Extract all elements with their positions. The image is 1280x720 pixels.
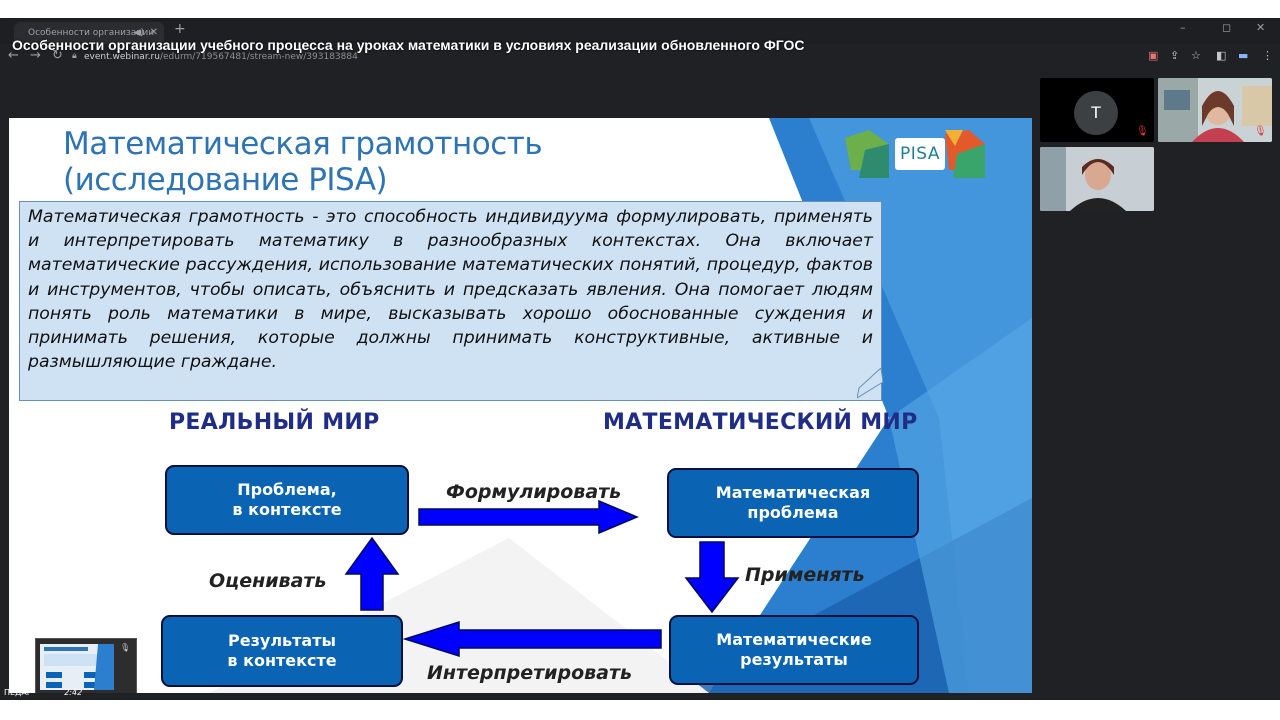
lock-icon[interactable]: 🔒︎ — [72, 51, 77, 61]
url-host: event.webinar.ru — [84, 52, 160, 62]
close-window-icon[interactable]: ✕ — [1256, 21, 1266, 34]
definition-text: Математическая грамотность - это способн… — [28, 207, 873, 373]
new-tab-button[interactable]: + — [174, 21, 186, 37]
callout-fold — [857, 368, 884, 399]
participant-video[interactable] — [1040, 147, 1154, 211]
presenter-time: 2:42 — [64, 688, 83, 697]
arrow-evaluate — [344, 536, 400, 611]
pisa-logo: PISA — [845, 130, 985, 178]
real-world-heading: РЕАЛЬНЫЙ МИР — [169, 410, 380, 435]
tab-title: Особенности организации — [28, 28, 155, 38]
address-bar-row: ← → ↻ 🔒︎ event.webinar.ru/edurm/71956748… — [0, 46, 1280, 68]
browser-tab[interactable]: Особенности организации ◀) ✕ — [14, 22, 164, 44]
tab-bar: Особенности организации ◀) ✕ + – ◻ ✕ — [0, 18, 1280, 44]
arrow-formulate — [418, 499, 639, 535]
definition-box: Математическая грамотность - это способн… — [19, 201, 882, 401]
sidepanel-icon[interactable]: ◧ — [1216, 49, 1227, 62]
url-field[interactable]: event.webinar.ru/edurm/719567481/stream-… — [84, 52, 358, 62]
mic-muted-icon: 🎙︎ — [1254, 126, 1267, 137]
math-results-box: Математические результаты — [669, 615, 919, 685]
thumbnail-slide — [40, 644, 114, 690]
presenter-thumbnail[interactable]: 🎙︎ — [35, 638, 137, 693]
share-icon[interactable]: ⇪ — [1170, 49, 1180, 62]
problem-context-box: Проблема, в контексте — [165, 465, 409, 535]
cycle-arrows — [344, 499, 740, 658]
presentation-slide: Математическая грамотность (исследование… — [9, 118, 1032, 693]
camera-off-icon[interactable]: ▣ — [1148, 49, 1159, 62]
profile-icon[interactable]: ▬ — [1238, 49, 1249, 62]
thumbnail-mic-icon: 🎙︎ — [120, 643, 131, 652]
forward-icon[interactable]: → — [30, 48, 41, 63]
close-tab-icon[interactable]: ✕ — [149, 27, 158, 38]
star-icon[interactable]: ☆ — [1191, 49, 1201, 62]
interpret-label: Интерпретировать — [427, 662, 632, 684]
page-title: Особенности организации учебного процесс… — [12, 37, 805, 53]
participant-avatar: T — [1074, 91, 1118, 135]
evaluate-label: Оценивать — [209, 570, 327, 592]
minimize-icon[interactable]: – — [1180, 21, 1186, 34]
back-icon[interactable]: ← — [8, 48, 19, 63]
menu-icon[interactable]: ⋮ — [1262, 49, 1273, 62]
participant-video[interactable]: 🎙︎ — [1158, 78, 1272, 142]
url-path: /edurm/719567481/stream-new/393183884 — [159, 52, 358, 62]
reload-icon[interactable]: ↻ — [52, 48, 63, 63]
presenter-name: ПЕДАГ — [4, 688, 32, 697]
arrow-apply — [684, 541, 740, 614]
video-frame — [1040, 147, 1154, 211]
video-frame — [1158, 78, 1272, 142]
maximize-icon[interactable]: ◻ — [1222, 21, 1232, 34]
mic-muted-icon: 🎙︎ — [1136, 126, 1149, 137]
browser-window: Особенности организации ◀) ✕ + – ◻ ✕ ← →… — [0, 18, 1280, 700]
pisa-logo-text: PISA — [895, 138, 945, 170]
pisa-logo-graphic — [845, 130, 985, 178]
arrow-interpret — [402, 620, 662, 658]
participant-tile[interactable]: T 🎙︎ — [1040, 78, 1154, 142]
thumbnail-slide-graphic — [44, 644, 114, 690]
apply-label: Применять — [745, 564, 865, 586]
presenter-name-label: ПЕДАГ 2:42 — [4, 688, 82, 697]
math-world-heading: МАТЕМАТИЧЕСКИЙ МИР — [603, 410, 918, 435]
results-context-box: Результаты в контексте — [161, 615, 403, 687]
speaker-icon[interactable]: ◀) — [133, 28, 144, 38]
formulate-label: Формулировать — [446, 481, 622, 503]
math-problem-box: Математическая проблема — [667, 468, 919, 538]
slide-title: Математическая грамотность (исследование… — [63, 126, 543, 198]
